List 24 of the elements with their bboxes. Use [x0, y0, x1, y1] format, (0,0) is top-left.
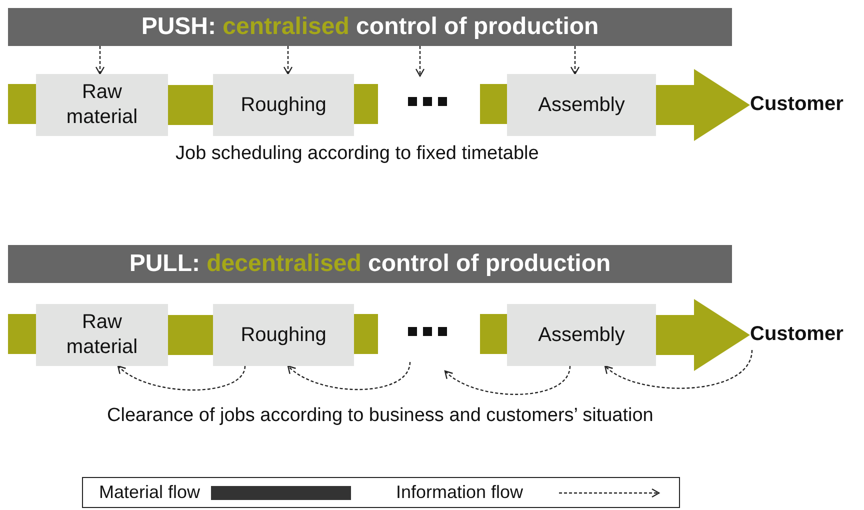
- header-band: PUSH: centralised control of production: [8, 8, 732, 46]
- material-flow-arrow: [656, 69, 750, 141]
- process-box: Roughing: [213, 74, 354, 136]
- information-flow-arrow: [287, 362, 411, 390]
- process-box: Assembly: [507, 304, 656, 366]
- customer-label: Customer: [750, 318, 860, 350]
- caption-text: Job scheduling according to fixed timetable: [176, 143, 539, 165]
- information-flow-arrow: [604, 350, 753, 389]
- caption-text: Clearance of jobs according to business and customers’ situation: [107, 405, 654, 427]
- customer-label: Customer: [750, 88, 860, 120]
- process-box: Roughing: [213, 304, 354, 366]
- legend-label: Material flow: [99, 482, 200, 503]
- process-box: Assembly: [507, 74, 656, 136]
- information-flow-arrow: [444, 366, 571, 395]
- information-flow-arrow: [283, 46, 293, 75]
- information-flow-arrow: [95, 46, 105, 75]
- legend-label: Information flow: [396, 482, 524, 503]
- process-box: Raw material: [36, 304, 168, 366]
- information-flow-arrow: [415, 46, 425, 77]
- information-flow-arrow: [117, 365, 246, 391]
- process-box: Raw material: [36, 74, 168, 136]
- information-flow-arrow: [570, 46, 580, 75]
- material-flow-arrow: [656, 299, 750, 371]
- header-band: PULL: decentralised control of production: [8, 245, 732, 283]
